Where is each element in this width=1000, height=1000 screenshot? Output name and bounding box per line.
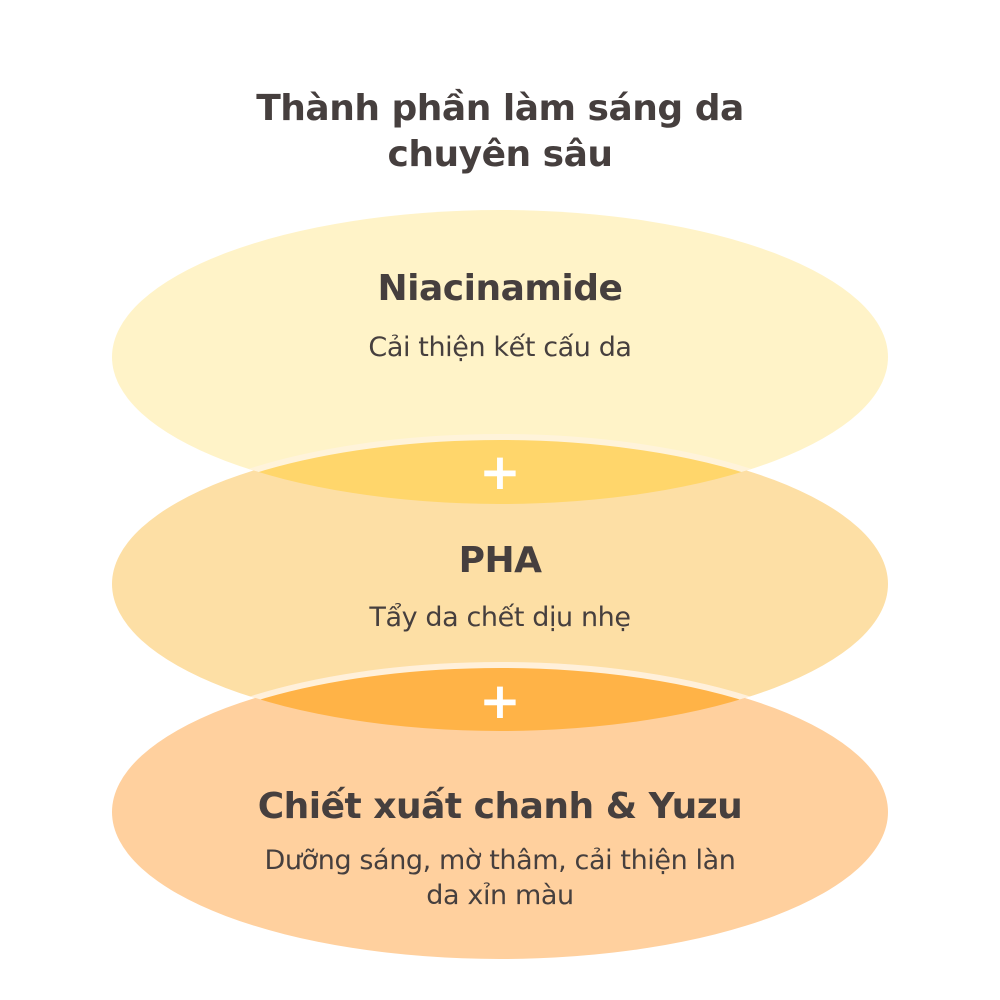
- ellipse-citrus: [112, 665, 888, 959]
- plus-icon: +: [479, 443, 521, 501]
- ingredient-name: Niacinamide: [377, 268, 623, 309]
- page-title: Thành phần làm sáng da chuyên sâu: [256, 88, 744, 175]
- ingredient-description: Tẩy da chết dịu nhẹ: [369, 602, 631, 633]
- ingredient-name: Chiết xuất chanh & Yuzu: [257, 786, 743, 827]
- ingredient-description: Dưỡng sáng, mờ thâm, cải thiện làn da xỉ…: [264, 845, 736, 911]
- plus-icon: +: [479, 672, 521, 730]
- overlap-1: [112, 434, 888, 504]
- overlap-2: [112, 662, 888, 731]
- ingredient-description: Cải thiện kết cấu da: [368, 332, 632, 363]
- ellipse-pha: [112, 437, 888, 731]
- ellipse-niacinamide: [112, 210, 888, 504]
- ingredient-name: PHA: [458, 540, 542, 581]
